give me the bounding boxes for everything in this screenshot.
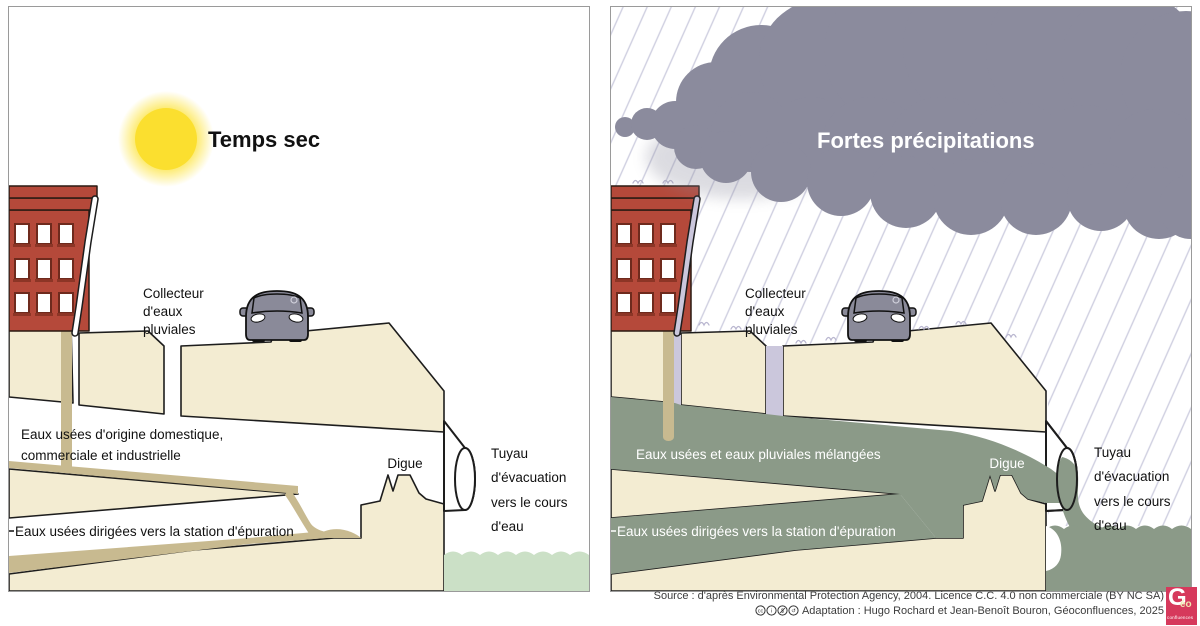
sewage-flow [9, 325, 361, 573]
building-windows [13, 223, 75, 316]
label-storm-collector-line1: Collecteur [745, 286, 806, 301]
sewage-waterfall [285, 488, 361, 538]
mixed-water-interceptor [611, 494, 936, 574]
label-to-treatment-plant: Eaux usées dirigées vers la station d'ép… [15, 524, 294, 539]
label-outfall-line3: vers le cours [1094, 494, 1171, 509]
label-outfall-line2: d'évacuation [491, 470, 566, 485]
outflow-stream [1057, 457, 1119, 538]
car-icon [841, 290, 917, 342]
downspout-pipe [71, 195, 99, 337]
polluted-river [1046, 525, 1191, 591]
panel-title: Temps sec [208, 127, 320, 152]
mixed-water-main-channel [611, 397, 1064, 538]
heavy-rain-diagram: Fortes précipitations Collecteur d'eaux … [611, 7, 1191, 591]
svg-text:↺: ↺ [791, 608, 796, 615]
label-wastewater-origin-line1: Eaux usées d'origine domestique, [21, 427, 223, 442]
cc-license-icons: cc i $ ↺ [755, 605, 799, 616]
river-bank-gap [1046, 526, 1062, 571]
svg-text:$: $ [781, 609, 784, 615]
label-mixed-water: Eaux usées et eaux pluviales mélangées [636, 447, 881, 462]
svg-text:i: i [771, 609, 772, 615]
building-sewer-pipe [61, 325, 72, 468]
label-storm-collector-line1: Collecteur [143, 286, 204, 301]
sewage-stream-main [9, 461, 298, 494]
soil-wedge [9, 468, 299, 519]
label-outfall-line4: d'eau [491, 519, 524, 534]
ground [611, 322, 1047, 591]
svg-text:cc: cc [758, 609, 764, 615]
caption-adaptation: Adaptation : Hugo Rochard et Jean-Benoît… [801, 604, 1164, 617]
label-outfall-line1: Tuyau [1094, 445, 1131, 460]
logo-letter-g: G [1168, 587, 1187, 611]
logo-letters-eo: éo [1180, 599, 1192, 610]
river-water [444, 551, 589, 591]
caption: Source : d'après Environmental Protectio… [654, 589, 1164, 618]
sun-icon [118, 91, 214, 187]
label-storm-collector-line2: d'eaux [745, 304, 785, 319]
caption-source: Source : d'après Environmental Protectio… [653, 590, 1164, 602]
downspout-channel [674, 335, 681, 437]
label-storm-collector-line3: pluviales [745, 322, 798, 337]
ground [9, 322, 445, 591]
panel-heavy-rain: Fortes précipitations Collecteur d'eaux … [610, 6, 1192, 592]
label-outfall-line1: Tuyau [491, 446, 528, 461]
mixed-water [611, 397, 1191, 591]
panel-dry-weather: Temps sec [8, 6, 590, 592]
car-icon [239, 290, 315, 342]
label-storm-collector-line2: d'eaux [143, 304, 183, 319]
panel-labels: Collecteur d'eaux pluviales Eaux usées d… [9, 286, 568, 539]
outfall-pipe [443, 420, 476, 512]
label-weir: Digue [989, 456, 1024, 471]
building-windows [615, 223, 677, 316]
label-weir: Digue [387, 456, 422, 471]
label-to-treatment-plant: Eaux usées dirigées vers la station d'ép… [617, 524, 896, 539]
outfall-pipe-rim [1045, 420, 1078, 512]
label-outfall-line4: d'eau [1094, 518, 1127, 533]
dry-weather-diagram: Temps sec [9, 91, 589, 591]
label-wastewater-origin-line2: commerciale et industrielle [21, 448, 181, 463]
sewage-stream-interceptor [9, 532, 327, 573]
label-outfall-line2: d'évacuation [1094, 469, 1169, 484]
building-discharge [663, 325, 674, 441]
storm-cloud-icon [615, 7, 1191, 239]
storm-drain-channel [766, 346, 783, 416]
geoconfluences-logo: G éo confluences [1166, 587, 1197, 625]
logo-word-confluences: confluences [1167, 615, 1194, 620]
downspout-pipe [673, 195, 701, 337]
label-outfall-line3: vers le cours [491, 495, 568, 510]
storm-water-channels [674, 335, 783, 437]
panel-title: Fortes précipitations [817, 128, 1035, 153]
label-storm-collector-line3: pluviales [143, 322, 196, 337]
panel-labels: Collecteur d'eaux pluviales Eaux usées e… [611, 286, 1171, 539]
